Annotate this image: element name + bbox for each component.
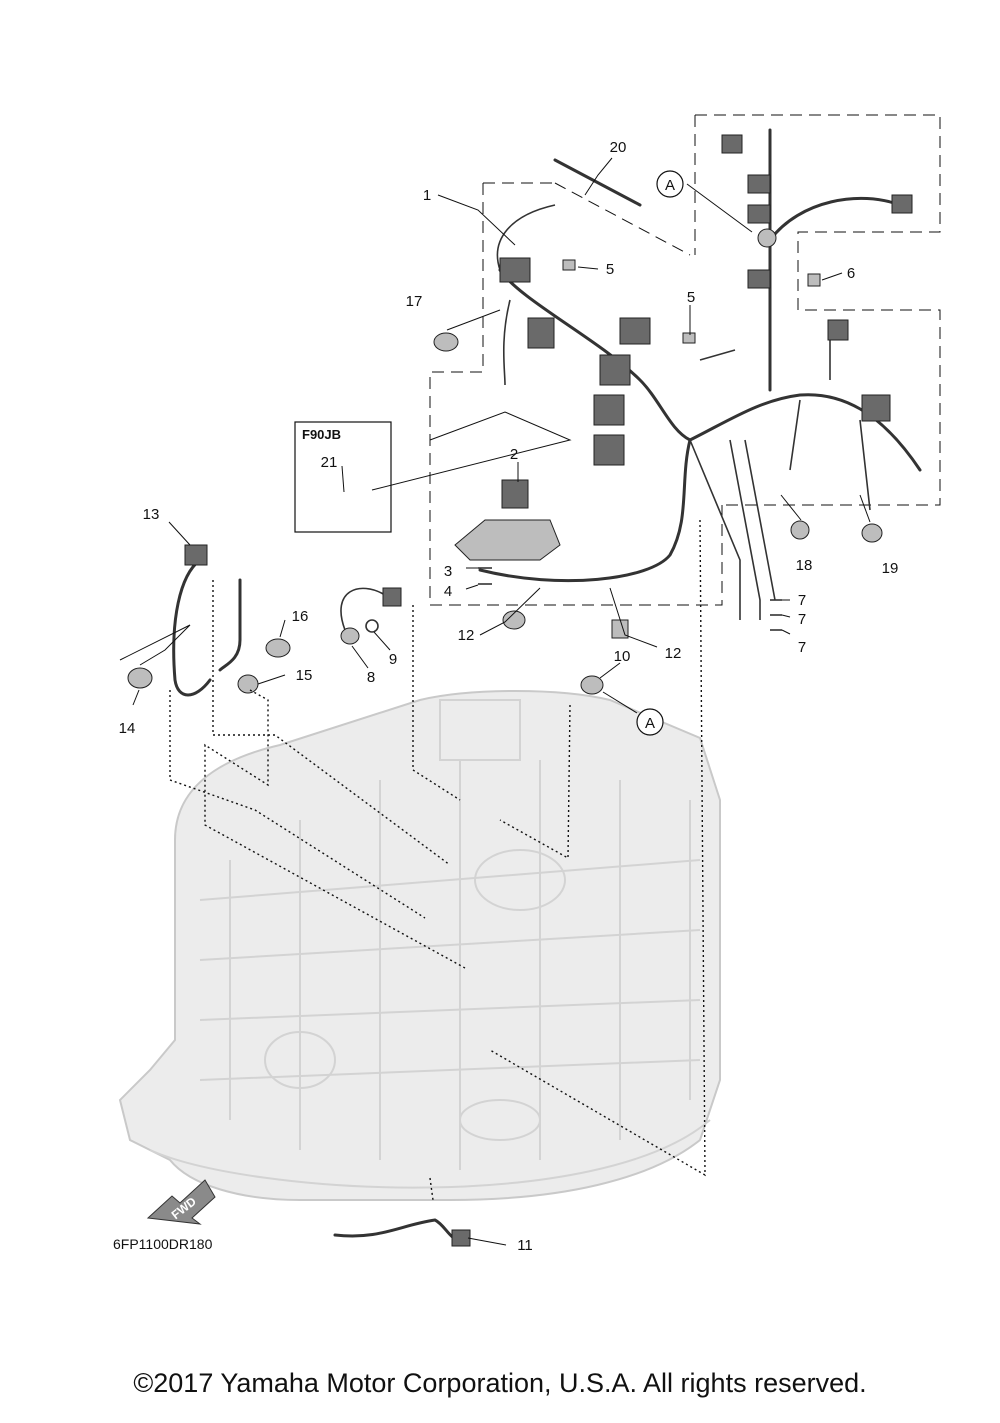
relay-2-shape (501, 479, 529, 509)
cable-tie-shape (553, 158, 642, 207)
copyright-notice: ©2017 Yamaha Motor Corporation, U.S.A. A… (133, 1368, 867, 1398)
reference-circle-a2 (636, 708, 664, 736)
callout-19: 19 (882, 560, 899, 577)
engine-block-outline (118, 690, 721, 1201)
callout-21: 21 (321, 454, 338, 471)
lead-wire-13-shape (172, 558, 212, 697)
callout-12b: 12 (665, 645, 682, 662)
clamp-5a-shape (562, 259, 576, 271)
cap-19-shape (861, 523, 883, 543)
callout-4: 4 (444, 583, 452, 600)
leader-lines (119, 157, 871, 1246)
hose-16-shape (218, 578, 242, 672)
callout-2: 2 (510, 446, 518, 463)
callout-17: 17 (406, 293, 423, 310)
callout-18: 18 (796, 557, 813, 574)
callout-5b: 5 (687, 289, 695, 306)
harness-group-outline (429, 114, 941, 606)
reference-circle-a1 (656, 170, 684, 198)
diagram-code: 6FP1100DR180 (113, 1236, 213, 1252)
connector-13-shape (184, 544, 208, 566)
oring-9-shape (365, 619, 379, 633)
reference-mark-a1: A (665, 177, 675, 194)
callout-12a: 12 (458, 627, 475, 644)
callout-6: 6 (847, 265, 855, 282)
grommet-12a-shape (502, 610, 526, 630)
sensor-14-shape (127, 667, 153, 689)
clip-6-shape (807, 273, 821, 287)
forward-arrow: FWD (146, 1179, 216, 1225)
installation-lines (169, 519, 706, 1201)
callout-8: 8 (367, 669, 375, 686)
callout-14: 14 (119, 720, 136, 737)
callout-10: 10 (614, 648, 631, 665)
callout-7c: 7 (798, 639, 806, 656)
callout-15: 15 (296, 667, 313, 684)
grommet-17-shape (433, 332, 459, 352)
callout-16: 16 (292, 608, 309, 625)
reference-mark-a2: A (645, 715, 655, 732)
reference-marks: A A (636, 170, 684, 736)
sub-harness-shape (454, 519, 561, 561)
cap-18-shape (790, 520, 810, 540)
model-box-label: F90JB (302, 427, 341, 442)
cap-16-shape (265, 638, 291, 658)
main-wire-harness (478, 128, 922, 620)
connector-8-shape (382, 587, 402, 607)
connector-11-shape (451, 1229, 471, 1247)
sensor-10-shape (580, 675, 604, 695)
sensor-8-shape (340, 627, 360, 645)
lead-11-shape (333, 1218, 462, 1242)
callout-20: 20 (610, 139, 627, 156)
callout-7a: 7 (798, 592, 806, 609)
callout-9: 9 (389, 651, 397, 668)
wire-8-shape (340, 587, 386, 631)
callout-labels: 1 2 3 4 5 5 6 7 7 7 8 9 10 11 12 12 13 1… (119, 139, 899, 1254)
callout-5a: 5 (606, 261, 614, 278)
callout-7b: 7 (798, 611, 806, 628)
callout-13: 13 (143, 506, 160, 523)
part-15-shape (237, 674, 259, 694)
clamp-5b-shape (682, 332, 696, 344)
callout-1: 1 (423, 187, 431, 204)
callout-11: 11 (517, 1237, 533, 1254)
callout-3: 3 (444, 563, 452, 580)
